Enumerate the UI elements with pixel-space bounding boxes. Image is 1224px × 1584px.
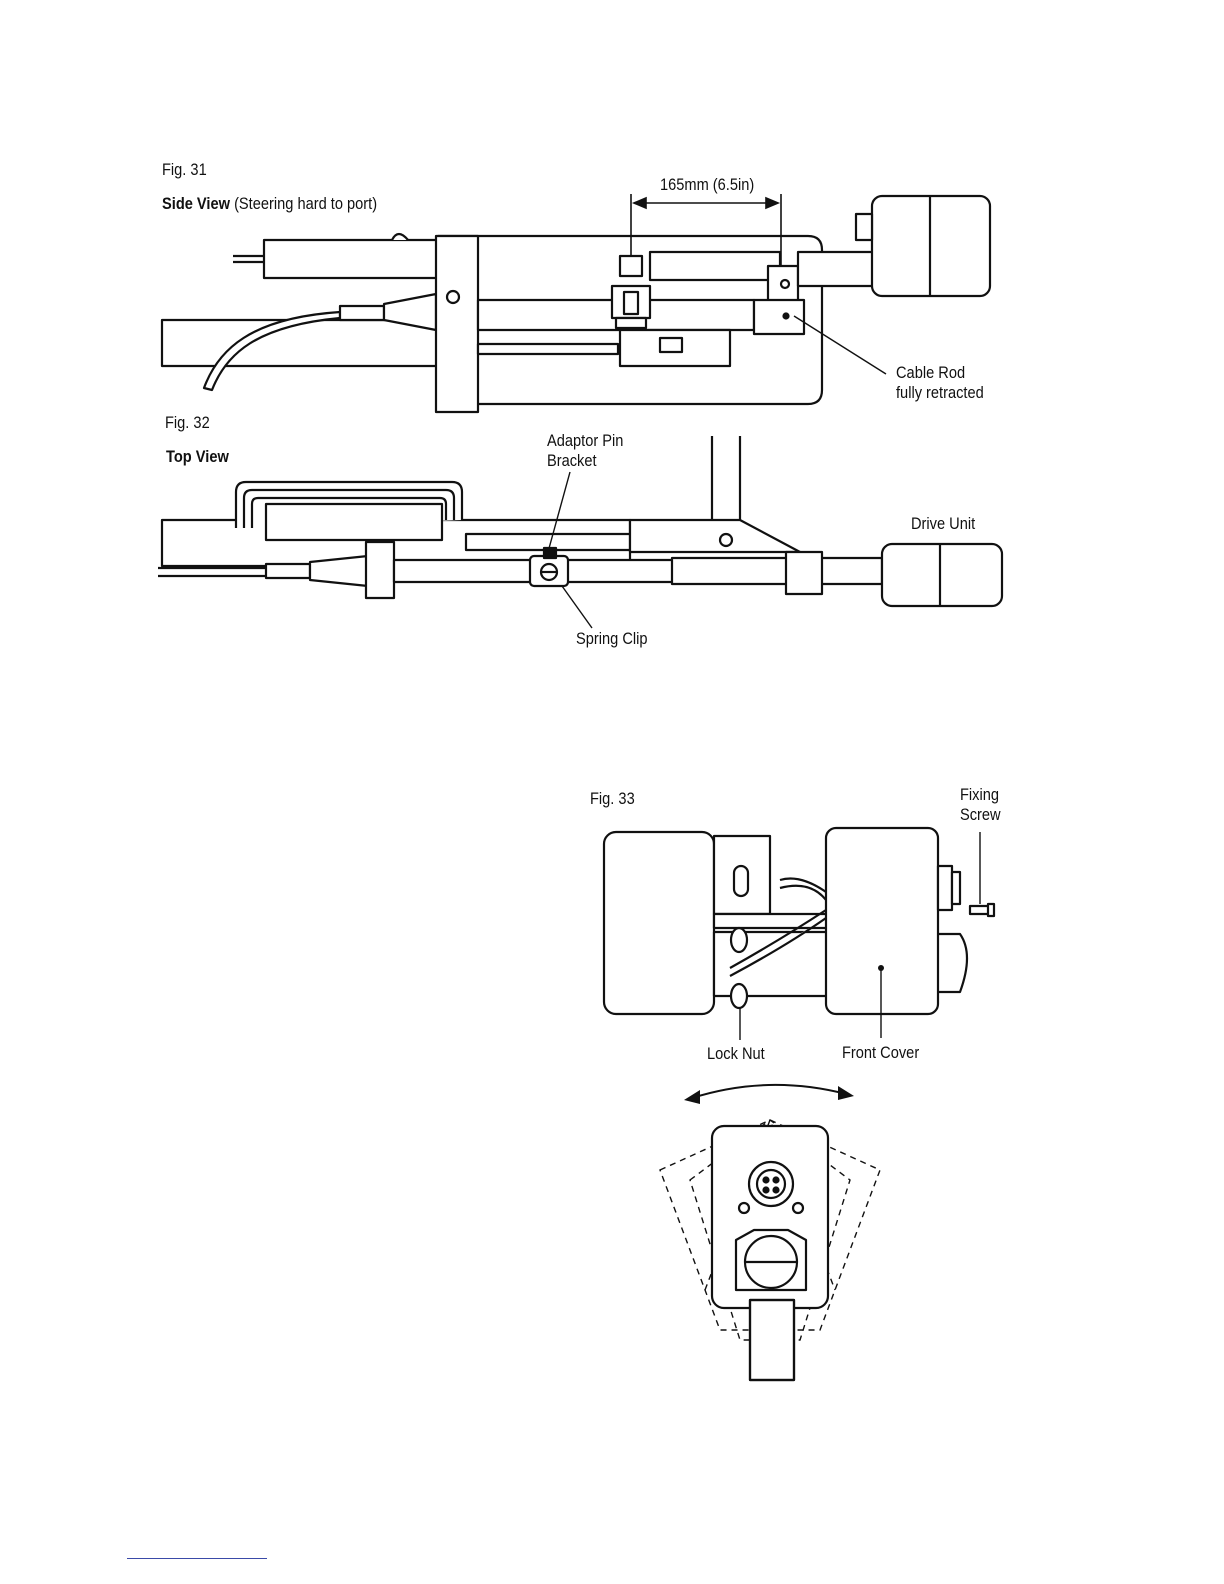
fig33-drive-unit-drawing xyxy=(0,0,1224,1420)
footer-rule xyxy=(127,1558,267,1559)
